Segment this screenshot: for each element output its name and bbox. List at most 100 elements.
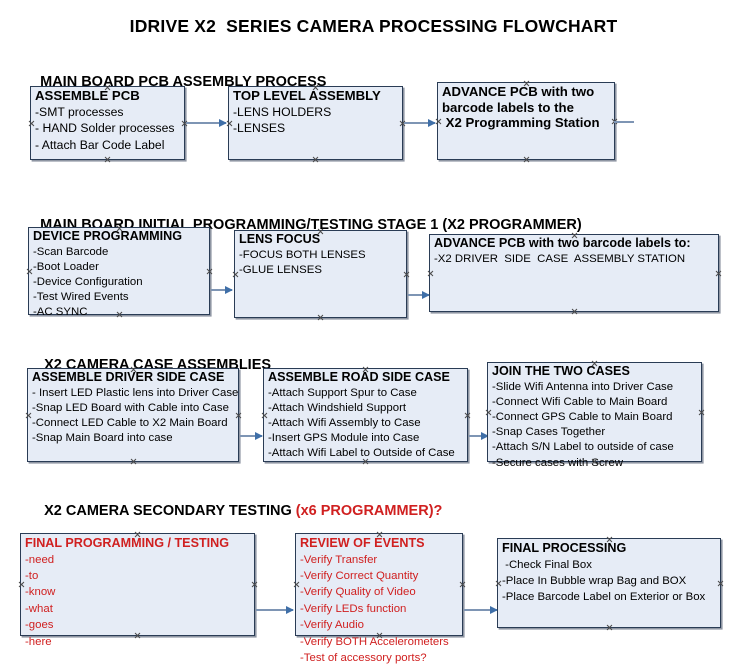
node-title: ASSEMBLE PCB (35, 88, 140, 103)
connector-handle-bottom[interactable] (362, 458, 369, 465)
connector-handle-right[interactable] (235, 412, 242, 419)
connector-handle-left[interactable] (226, 120, 233, 127)
node-line: -SMT processes (35, 104, 124, 119)
node-title: REVIEW OF EVENTS (300, 536, 425, 550)
node-top-level-assembly[interactable]: TOP LEVEL ASSEMBLY -LENS HOLDERS -LENSES (228, 86, 403, 160)
node-line: -GLUE LENSES (239, 263, 322, 276)
connector-handle-bottom[interactable] (571, 308, 578, 315)
node-line: -Slide Wifi Antenna into Driver Case (492, 380, 674, 393)
connector-handle-top[interactable] (523, 80, 530, 87)
connector-handle-top[interactable] (571, 232, 578, 239)
connector-handle-left[interactable] (485, 409, 492, 416)
connector-handle-right[interactable] (403, 271, 410, 278)
connector-handle-bottom[interactable] (606, 624, 613, 631)
node-device-programming[interactable]: DEVICE PROGRAMMING -Scan Barcode -Boot L… (26, 225, 213, 318)
connector-handle-top[interactable] (362, 366, 369, 373)
node-final-programming-testing[interactable]: FINAL PROGRAMMING / TESTING -need -to -k… (18, 531, 258, 648)
arrow-lens-focus-to-advance-pcb (408, 290, 430, 299)
connector-handle-top[interactable] (134, 531, 141, 538)
node-line: -Attach Windshield Support (268, 401, 407, 414)
node-line: - Insert LED Plastic lens into Driver Ca… (32, 386, 239, 399)
connector-handle-left[interactable] (28, 120, 35, 127)
arrow-shaft (256, 609, 293, 611)
connector-handle-bottom[interactable] (116, 311, 123, 318)
connector-handle-left[interactable] (261, 412, 268, 419)
connector-handle-left[interactable] (495, 580, 502, 587)
connector-handle-right[interactable] (717, 580, 724, 587)
connector-handle-left[interactable] (293, 581, 300, 588)
arrow-shaft (211, 289, 232, 291)
connector-handle-left[interactable] (25, 412, 32, 419)
connector-handle-top[interactable] (312, 84, 319, 91)
node-line: -Verify Transfer (300, 553, 378, 566)
arrow-head (490, 605, 498, 614)
connector-handle-top[interactable] (104, 84, 111, 91)
node-line: -Attach Support Spur to Case (268, 386, 417, 399)
connector-handle-right[interactable] (251, 581, 258, 588)
node-lens-focus[interactable]: LENS FOCUS -FOCUS BOTH LENSES -GLUE LENS… (234, 230, 407, 318)
node-final-processing[interactable]: FINAL PROCESSING -Check Final Box -Place… (497, 538, 721, 628)
node-line: barcode labels to the (442, 99, 574, 115)
connector-handle-top[interactable] (116, 225, 123, 232)
connector-handle-top[interactable] (376, 531, 383, 538)
arrow-road-side-to-join-cases (469, 431, 489, 440)
node-line: -Connect LED Cable to X2 Main Board (32, 416, 228, 429)
section-heading-accent: (x6 PROGRAMMER)? (295, 503, 443, 519)
connector-handle-bottom[interactable] (591, 458, 598, 465)
node-line: -FOCUS BOTH LENSES (239, 248, 366, 261)
connector-handle-top[interactable] (317, 228, 324, 235)
arrow-device-programming-to-lens-focus (211, 285, 233, 294)
connector-tail-row1 (614, 121, 634, 123)
node-join-the-two-cases[interactable]: JOIN THE TWO CASES -Slide Wifi Antenna i… (485, 360, 705, 469)
node-assemble-pcb[interactable]: ASSEMBLE PCB -SMT processes - HAND Solde… (30, 86, 185, 160)
connector-handle-right[interactable] (459, 581, 466, 588)
node-line: -know (25, 586, 56, 599)
node-line: -X2 DRIVER SIDE CASE ASSEMBLY STATION (434, 252, 686, 265)
node-line: -Snap Main Board into case (32, 432, 173, 445)
connector-handle-left[interactable] (435, 118, 442, 125)
node-review-of-events[interactable]: REVIEW OF EVENTS -Verify Transfer -Verif… (293, 531, 466, 664)
node-line: -Boot Loader (33, 260, 99, 273)
node-advance-pcb-x2-programming-station[interactable]: ADVANCE PCB with two barcode labels to t… (437, 82, 615, 160)
arrow-shaft (240, 435, 262, 437)
connector-handle-right[interactable] (464, 412, 471, 419)
connector-handle-bottom[interactable] (134, 632, 141, 639)
arrow-top-level-assembly-to-advance-pcb (404, 118, 436, 127)
connector-handle-right[interactable] (715, 270, 722, 277)
node-line: -LENSES (233, 121, 286, 136)
node-assemble-road-side-case[interactable]: ASSEMBLE ROAD SIDE CASE -Attach Support … (263, 368, 468, 462)
node-title: TOP LEVEL ASSEMBLY (233, 88, 381, 103)
connector-handle-bottom[interactable] (104, 156, 111, 163)
connector-handle-left[interactable] (427, 270, 434, 277)
node-line: -goes (25, 619, 54, 632)
connector-handle-left[interactable] (232, 271, 239, 278)
arrow-head (225, 285, 233, 294)
node-line: -Verify Audio (300, 619, 364, 632)
connector-handle-right[interactable] (698, 409, 705, 416)
node-assemble-driver-side-case[interactable]: ASSEMBLE DRIVER SIDE CASE - Insert LED P… (27, 368, 239, 462)
connector-handle-top[interactable] (591, 360, 598, 367)
arrow-final-programming-to-review-of-events (256, 605, 294, 614)
page-title: IDRIVE X2 SERIES CAMERA PROCESSING FLOWC… (129, 16, 618, 36)
node-line: -Connect GPS Cable to Main Board (492, 410, 673, 423)
connector-handle-left[interactable] (18, 581, 25, 588)
node-title: FINAL PROCESSING (502, 541, 627, 555)
node-line: X2 Programming Station (442, 115, 600, 130)
connector-handle-right[interactable] (206, 268, 213, 275)
node-line: -Verify BOTH Accelerometers (300, 635, 449, 648)
connector-handle-left[interactable] (26, 268, 33, 275)
connector-handle-top[interactable] (130, 366, 137, 373)
node-line: -Verify Quality of Video (300, 586, 416, 599)
arrow-head (481, 431, 489, 440)
connector-handle-bottom[interactable] (523, 156, 530, 163)
node-line: -need (25, 553, 55, 566)
node-advance-pcb-driver-side-case[interactable]: ADVANCE PCB with two barcode labels to: … (429, 234, 719, 312)
node-title: JOIN THE TWO CASES (492, 364, 630, 378)
arrow-head (422, 290, 430, 299)
connector-handle-bottom[interactable] (312, 156, 319, 163)
connector-handle-bottom[interactable] (130, 458, 137, 465)
connector-handle-bottom[interactable] (317, 314, 324, 321)
connector-handle-top[interactable] (606, 536, 613, 543)
connector-handle-bottom[interactable] (376, 632, 383, 639)
